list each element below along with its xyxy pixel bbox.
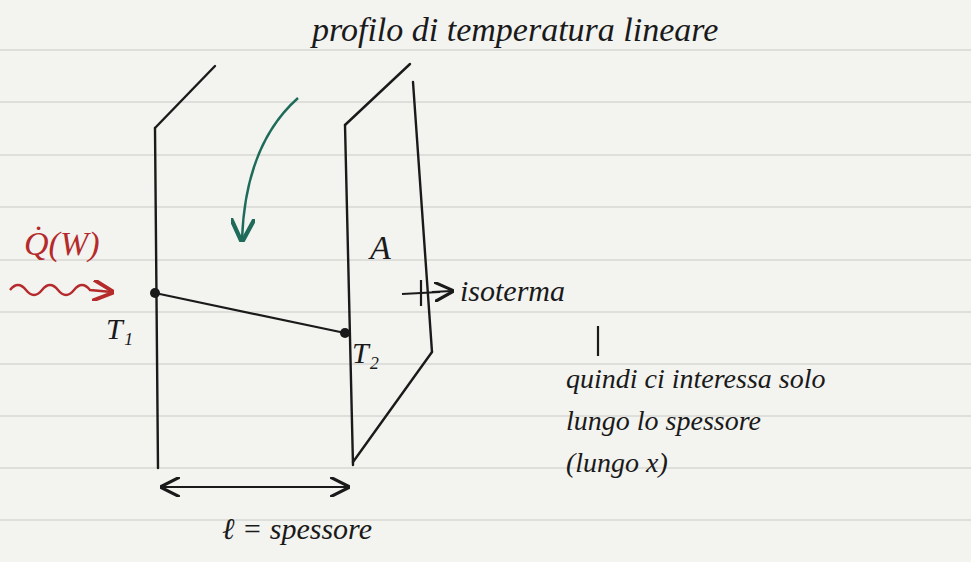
temperature-profile: [155, 293, 345, 333]
temperature-label: T₁: [106, 306, 133, 351]
dimension-label: ℓ = spessore: [222, 506, 372, 551]
point-t2: [340, 328, 350, 338]
wall-slab: [155, 64, 432, 468]
thickness-dimension: [162, 486, 348, 488]
heat-rate-label: Q̇(W): [24, 218, 100, 269]
temperature-label: T₂: [352, 330, 379, 375]
point-t1: [150, 288, 160, 298]
isotherm-label: isoterma: [460, 268, 565, 313]
ruled-lines: [0, 50, 971, 520]
heat-flow-arrow: [10, 285, 112, 295]
pointer-arrow: [242, 98, 298, 240]
heading-note: profilo di temperatura lineare: [312, 4, 718, 55]
area-label: A: [370, 222, 391, 273]
side-note: quindi ci interessa solo lungo lo spesso…: [566, 358, 828, 484]
